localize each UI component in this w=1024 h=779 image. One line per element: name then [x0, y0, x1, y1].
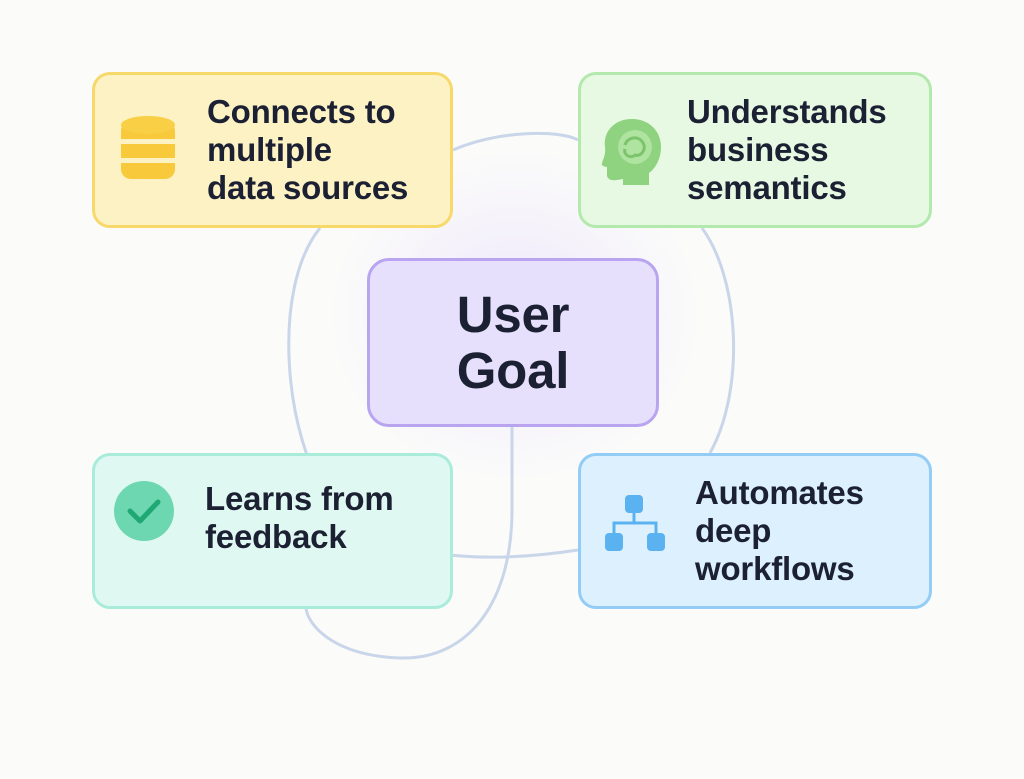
connector-right-arc — [700, 227, 736, 454]
data-sources-line-1: Connects to — [207, 93, 396, 130]
user-goal-card: User Goal — [367, 258, 659, 427]
user-goal-line-2: Goal — [456, 341, 570, 399]
user-goal-line-1: User — [456, 285, 570, 343]
feedback-line-1: Learns from — [205, 480, 394, 517]
feedback-card: Learns from feedback — [92, 453, 453, 609]
workflows-line-2: deep — [695, 512, 772, 549]
workflows-line-1: Automates — [695, 474, 864, 511]
connector-loop-top — [452, 131, 579, 152]
data-sources-label: Connects to multiple data sources — [207, 93, 408, 207]
flowchart-icon — [605, 495, 665, 551]
semantics-card: Understands business semantics — [578, 72, 932, 228]
semantics-line-2: business — [687, 131, 829, 168]
workflows-line-3: workflows — [695, 550, 855, 587]
feedback-label: Learns from feedback — [205, 480, 394, 556]
semantics-label: Understands business semantics — [687, 93, 887, 207]
data-sources-card: Connects to multiple data sources — [92, 72, 453, 228]
database-icon — [121, 116, 175, 179]
checkmark-icon — [114, 481, 174, 541]
connector-goal-stem — [304, 427, 514, 660]
user-goal-label: User Goal — [456, 285, 570, 399]
workflows-card: Automates deep workflows — [578, 453, 932, 609]
feedback-line-2: feedback — [205, 518, 347, 555]
semantics-line-3: semantics — [687, 169, 847, 206]
data-sources-line-3: data sources — [207, 169, 409, 206]
data-sources-line-2: multiple — [207, 131, 332, 168]
brain-head-icon — [601, 119, 661, 185]
workflows-label: Automates deep workflows — [695, 474, 864, 588]
semantics-line-1: Understands — [687, 93, 887, 130]
